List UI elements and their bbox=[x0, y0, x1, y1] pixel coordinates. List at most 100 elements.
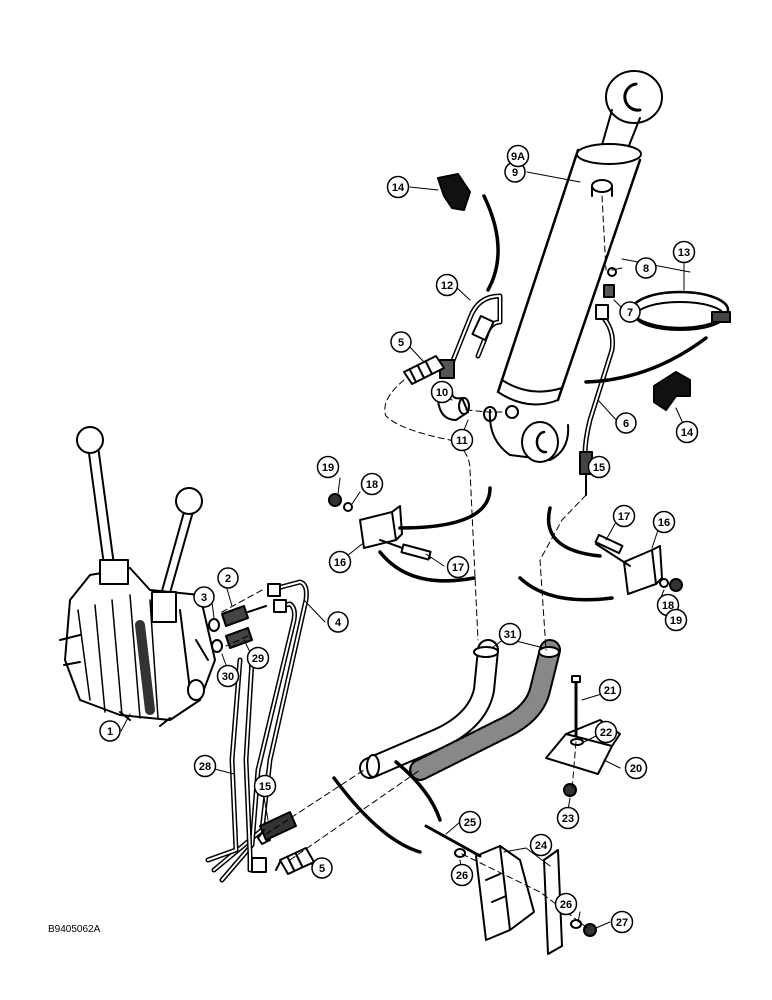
callout-label: 31 bbox=[504, 629, 516, 641]
callout-label: 14 bbox=[392, 182, 405, 194]
callout-bubble bbox=[328, 550, 352, 574]
callout-25: 25 bbox=[458, 810, 482, 834]
callout-30: 30 bbox=[216, 664, 240, 688]
callout-label: 17 bbox=[618, 511, 630, 523]
washer-26-right bbox=[570, 919, 582, 929]
callout-bubble bbox=[594, 720, 618, 744]
callout-label: 6 bbox=[623, 418, 629, 430]
fitting-5-upper bbox=[403, 355, 445, 385]
callout-4: 4 bbox=[327, 611, 349, 633]
callout-bubble bbox=[619, 301, 641, 323]
bracket-16-left bbox=[359, 505, 432, 561]
callout-bubble bbox=[435, 273, 459, 297]
callout-17: 17 bbox=[612, 504, 636, 528]
callout-2: 2 bbox=[217, 567, 239, 589]
callout-label: 19 bbox=[670, 615, 682, 627]
callout-label: 29 bbox=[252, 653, 264, 665]
callout-label: 16 bbox=[658, 517, 670, 529]
tube-4 bbox=[211, 579, 309, 883]
callout-bubble bbox=[664, 608, 688, 632]
o-ring-3 bbox=[208, 618, 220, 632]
callout-bubble bbox=[529, 833, 553, 857]
callout-label: 3 bbox=[201, 592, 207, 604]
callout-label: 13 bbox=[678, 247, 690, 259]
fitting-29 bbox=[225, 627, 253, 649]
callout-22: 22 bbox=[594, 720, 618, 744]
callout-3: 3 bbox=[193, 586, 215, 608]
bolt-25 bbox=[424, 824, 482, 858]
hose-clamp-13 bbox=[630, 290, 731, 331]
callout-label: 27 bbox=[616, 917, 628, 929]
callout-29: 29 bbox=[246, 646, 270, 670]
bracket-16-right bbox=[594, 533, 663, 595]
callout-bubble bbox=[556, 806, 580, 830]
callout-24: 24 bbox=[529, 833, 553, 857]
callout-label: 1 bbox=[107, 726, 113, 738]
callout-bubble bbox=[253, 774, 277, 798]
callout-15: 15 bbox=[253, 774, 277, 798]
callout-label: 19 bbox=[322, 462, 334, 474]
callout-5: 5 bbox=[311, 857, 333, 879]
callout-bubble bbox=[446, 555, 470, 579]
fitting-5-lower bbox=[275, 847, 315, 875]
callout-bubble bbox=[615, 412, 637, 434]
callout-label: 10 bbox=[436, 387, 448, 399]
callout-bubble bbox=[430, 380, 454, 404]
callout-8: 8 bbox=[635, 257, 657, 279]
callout-14: 14 bbox=[386, 175, 410, 199]
callout-label: 14 bbox=[681, 427, 694, 439]
washer-22 bbox=[570, 738, 584, 746]
nut-19-left bbox=[328, 493, 342, 507]
callout-label: 9 bbox=[512, 167, 518, 179]
callout-bubble bbox=[554, 892, 578, 916]
clamp-24 bbox=[475, 845, 563, 955]
callout-label: 24 bbox=[535, 840, 548, 852]
indicator-curves bbox=[332, 194, 708, 854]
callout-19: 19 bbox=[664, 608, 688, 632]
washer-26-left bbox=[454, 848, 466, 858]
callout-bubble bbox=[193, 754, 217, 778]
tube-12 bbox=[439, 293, 503, 379]
callout-bubble bbox=[246, 646, 270, 670]
callout-bubble bbox=[390, 331, 412, 353]
fitting-2 bbox=[221, 605, 267, 627]
callout-bubble bbox=[360, 472, 384, 496]
callout-18: 18 bbox=[360, 472, 384, 496]
callout-21: 21 bbox=[598, 678, 622, 702]
callout-15: 15 bbox=[587, 455, 611, 479]
callout-27: 27 bbox=[610, 910, 634, 934]
nut-19-right bbox=[669, 578, 683, 592]
callout-bubble bbox=[635, 257, 657, 279]
callout-label: 4 bbox=[335, 617, 342, 629]
washer-18-right bbox=[659, 578, 669, 588]
callout-label: 15 bbox=[259, 781, 271, 793]
callout-label: 16 bbox=[334, 557, 346, 569]
callout-31: 31 bbox=[498, 622, 522, 646]
callout-5: 5 bbox=[390, 331, 412, 353]
figure-code: B9405062A bbox=[48, 924, 101, 935]
callout-bubble bbox=[311, 857, 333, 879]
callout-bubble bbox=[99, 720, 121, 742]
control-valve bbox=[59, 426, 216, 727]
callout-28: 28 bbox=[193, 754, 217, 778]
callout-bubble bbox=[193, 586, 215, 608]
callout-1: 1 bbox=[99, 720, 121, 742]
callout-20: 20 bbox=[624, 756, 648, 780]
callout-label: 26 bbox=[456, 870, 468, 882]
callout-label: 22 bbox=[600, 727, 612, 739]
callout-bubble bbox=[217, 567, 239, 589]
callout-label: 9A bbox=[511, 151, 525, 163]
clamp-20 bbox=[545, 719, 621, 775]
callout-10: 10 bbox=[430, 380, 454, 404]
callout-label: 15 bbox=[593, 462, 605, 474]
callout-bubble bbox=[327, 611, 349, 633]
callout-label: 20 bbox=[630, 763, 642, 775]
callout-label: 26 bbox=[560, 899, 572, 911]
callout-19: 19 bbox=[316, 455, 340, 479]
nut-27 bbox=[583, 923, 597, 937]
callout-13: 13 bbox=[672, 240, 696, 264]
callout-bubble bbox=[386, 175, 410, 199]
callout-bubble bbox=[450, 428, 474, 452]
callout-bubble bbox=[610, 910, 634, 934]
callout-bubble bbox=[316, 455, 340, 479]
